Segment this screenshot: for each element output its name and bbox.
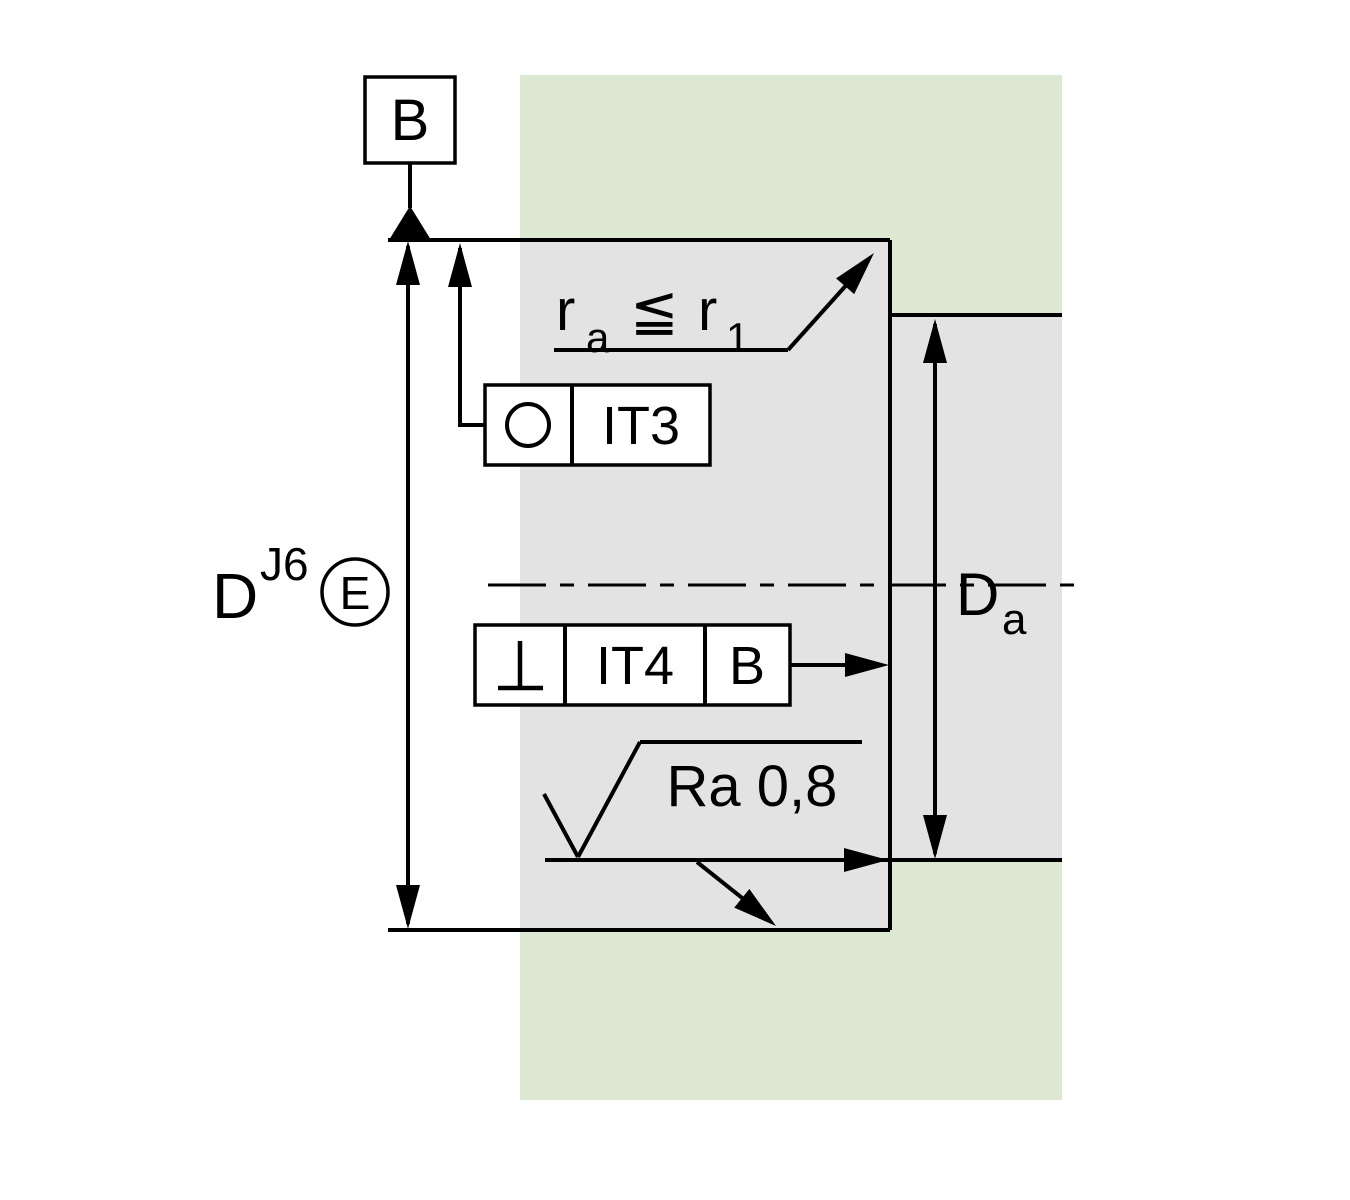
datum-label: B bbox=[391, 88, 430, 153]
perpendicularity-tolerance: IT4 bbox=[596, 636, 674, 696]
datum-triangle-icon bbox=[389, 206, 431, 240]
fillet-r1-base: r bbox=[698, 278, 717, 343]
roughness-symbol-short-leg-icon bbox=[542, 793, 580, 858]
envelope-circle-icon bbox=[320, 557, 390, 627]
fillet-relation: ≦ bbox=[630, 276, 679, 344]
circularity-leader-arrow-icon bbox=[448, 243, 472, 287]
shoulder-dim-arrow-down-icon bbox=[923, 815, 947, 859]
shoulder-dim-subscript: a bbox=[1002, 595, 1027, 644]
perpendicularity-leader-arrow-icon bbox=[845, 653, 889, 677]
circularity-tolerance: IT3 bbox=[602, 396, 680, 456]
perpendicularity-frame bbox=[473, 623, 792, 707]
fillet-ra-sub: a bbox=[586, 314, 610, 361]
roughness-leader-arrow-icon bbox=[844, 848, 888, 872]
bore-dim-arrow-down-icon bbox=[396, 885, 420, 929]
fillet-r1-sub: 1 bbox=[726, 314, 749, 361]
circularity-frame bbox=[483, 383, 712, 467]
roughness-symbol-long-leg-icon bbox=[576, 741, 642, 858]
fillet-leader-arrow-icon bbox=[836, 253, 874, 295]
fillet-ra-base: r bbox=[556, 278, 575, 343]
roughness-value: Ra 0,8 bbox=[667, 754, 838, 819]
fillet-leader-line bbox=[786, 279, 852, 352]
bore-dim-superscript: J6 bbox=[260, 538, 309, 590]
perpendicularity-datum-ref: B bbox=[729, 636, 765, 696]
shoulder-dim-arrow-up-icon bbox=[923, 319, 947, 363]
envelope-letter: E bbox=[340, 567, 371, 619]
circularity-symbol-icon bbox=[505, 402, 551, 448]
bore-dim-arrow-up-icon bbox=[396, 241, 420, 285]
shoulder-dim-letter: D bbox=[956, 561, 999, 628]
circularity-leader-line bbox=[458, 248, 485, 427]
bore-dim-letter: D bbox=[212, 560, 258, 632]
roughness-branch-arrow-icon bbox=[734, 888, 776, 926]
